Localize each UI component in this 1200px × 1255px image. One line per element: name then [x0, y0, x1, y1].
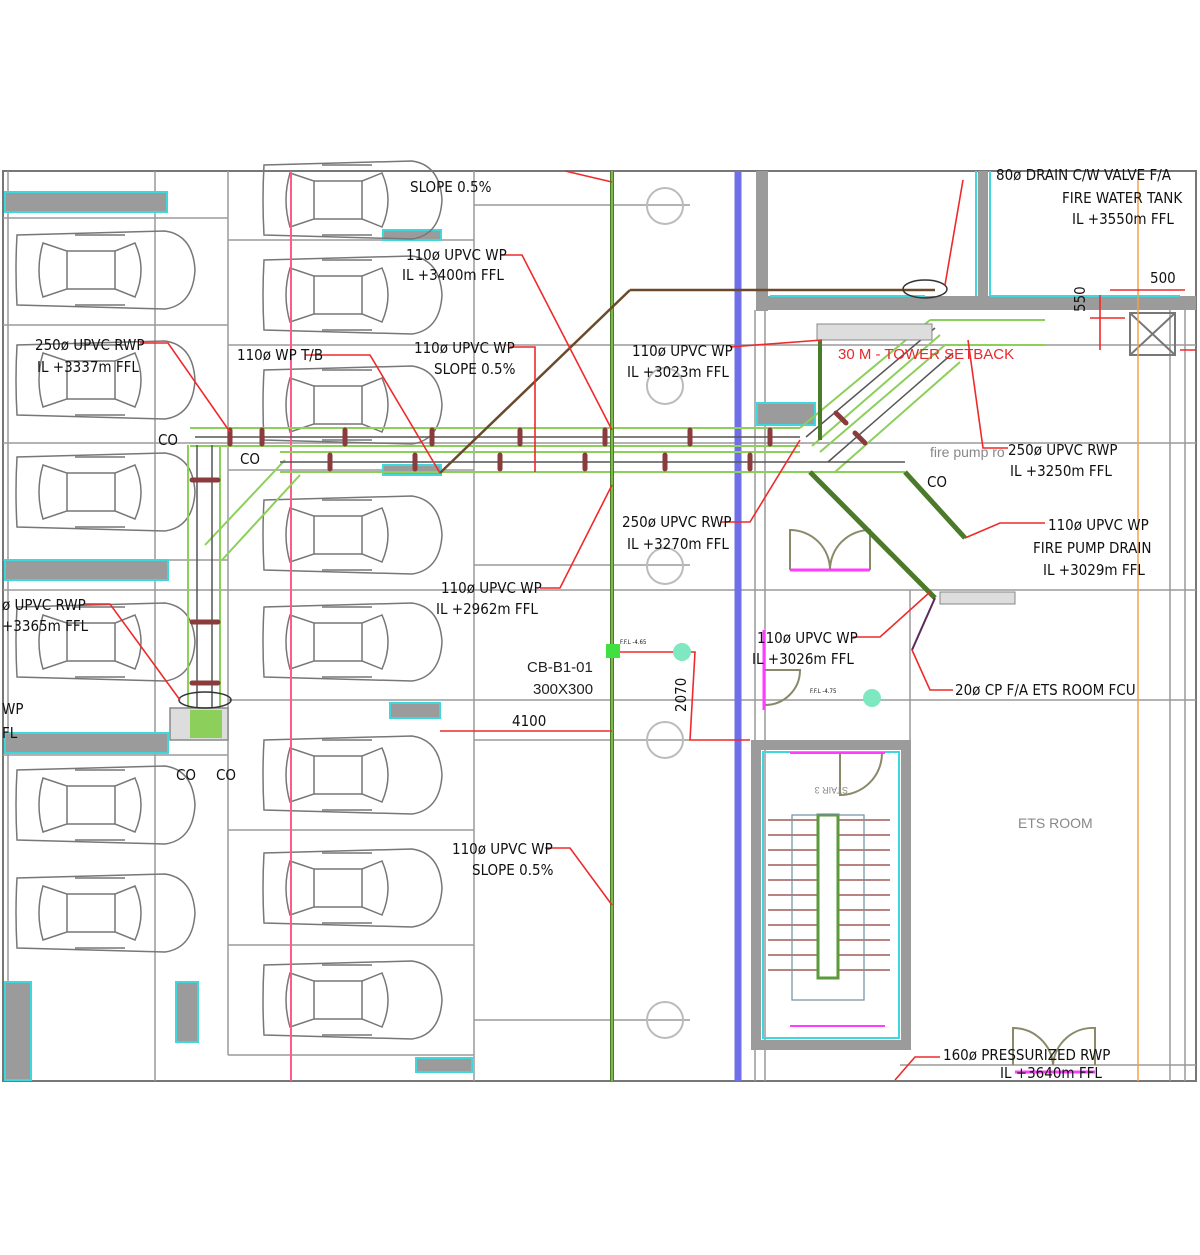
label-cut-off: WP [2, 700, 23, 718]
cleanout-label: CO [176, 766, 196, 784]
label-rwp-3270-il: IL +3270m FFL [627, 535, 729, 553]
page-margin [0, 1082, 1200, 1255]
stair-core [816, 813, 840, 980]
label-rwp-3337: 250ø UPVC RWP [35, 336, 145, 354]
ets-room-label: ETS ROOM [1018, 815, 1093, 831]
catch-basin-id: CB-B1-01 [527, 659, 593, 676]
label-cut-off-2: FL [2, 724, 18, 742]
label-fire-pump-drain: 110ø UPVC WP [1048, 516, 1149, 534]
ffl-label: F.F.L -4.75 [810, 688, 836, 695]
label-wp-2962-il: IL +2962m FFL [436, 600, 538, 618]
label-wp-3023: 110ø UPVC WP [632, 342, 733, 360]
label-fire-pump-drain-2: FIRE PUMP DRAIN [1033, 539, 1151, 557]
label-drain: 80ø DRAIN C/W VALVE F/A [996, 166, 1172, 184]
label-drain-tank: FIRE WATER TANK [1062, 189, 1183, 207]
label-wp-slope-lower: 110ø UPVC WP [452, 840, 553, 858]
label-rwp-3365: ø UPVC RWP [2, 596, 86, 614]
label-wp-slope: 110ø UPVC WP [414, 339, 515, 357]
stair-label: STAIR 3 [815, 785, 848, 795]
annotations: SLOPE 0.5% 110ø UPVC WP IL +3400m FFL 25… [2, 166, 1183, 1082]
cleanout-label: CO [927, 473, 947, 491]
label-rwp-3365-il: +3365m FFL [2, 617, 89, 635]
dimension-4100: 4100 [512, 712, 546, 730]
cleanout-label: CO [158, 431, 178, 449]
walls [4, 171, 1196, 1081]
dimension-2070: 2070 [672, 678, 690, 712]
column-markers [646, 187, 684, 1039]
dimension-550: 550 [1071, 286, 1089, 312]
label-rwp-3337-il: IL +3337m FFL [37, 358, 139, 376]
label-drain-il: IL +3550m FFL [1072, 210, 1174, 228]
label-wp-3026: 110ø UPVC WP [757, 629, 858, 647]
drawing-frame [2, 170, 1197, 1082]
label-wp-3026-il: IL +3026m FFL [752, 650, 854, 668]
label-wp-3400-il: IL +3400m FFL [402, 266, 504, 284]
structural-grid [3, 171, 1196, 1081]
label-pressurized-rwp-il: IL +3640m FFL [1000, 1064, 1102, 1082]
label-wp-3023-il: IL +3023m FFL [627, 363, 729, 381]
label-wp-2962: 110ø UPVC WP [441, 579, 542, 597]
label-wp-tb: 110ø WP T/B [237, 346, 323, 364]
tower-setback-label: 30 M - TOWER SETBACK [838, 346, 1014, 363]
label-rwp-3250-il: IL +3250m FFL [1010, 462, 1112, 480]
stair-handrail [791, 814, 865, 1001]
cleanout-label: CO [216, 766, 236, 784]
catch-basin-size: 300X300 [533, 681, 593, 698]
drainage-pipes [169, 171, 1045, 1081]
label-cp-fcu: 20ø CP F/A ETS ROOM FCU [955, 681, 1136, 699]
level-markers [673, 643, 881, 707]
label-rwp-3270: 250ø UPVC RWP [622, 513, 732, 531]
fire-pump-room-label: fire pump ro [930, 444, 1005, 460]
label-fire-pump-drain-il: IL +3029m FFL [1043, 561, 1145, 579]
label-wp-slope-2: SLOPE 0.5% [434, 360, 516, 378]
label-wp-3400: 110ø UPVC WP [406, 246, 507, 264]
ffl-label: F.F.L -4.65 [620, 639, 646, 646]
label-wp-slope-lower-2: SLOPE 0.5% [472, 861, 554, 879]
label-rwp-3250: 250ø UPVC RWP [1008, 441, 1118, 459]
label-pressurized-rwp: 160ø PRESSURIZED RWP [943, 1046, 1110, 1064]
leader-lines [85, 170, 1196, 1081]
cleanout-label: CO [240, 450, 260, 468]
dimension-500: 500 [1150, 269, 1176, 287]
label-top-slope: SLOPE 0.5% [410, 178, 492, 196]
